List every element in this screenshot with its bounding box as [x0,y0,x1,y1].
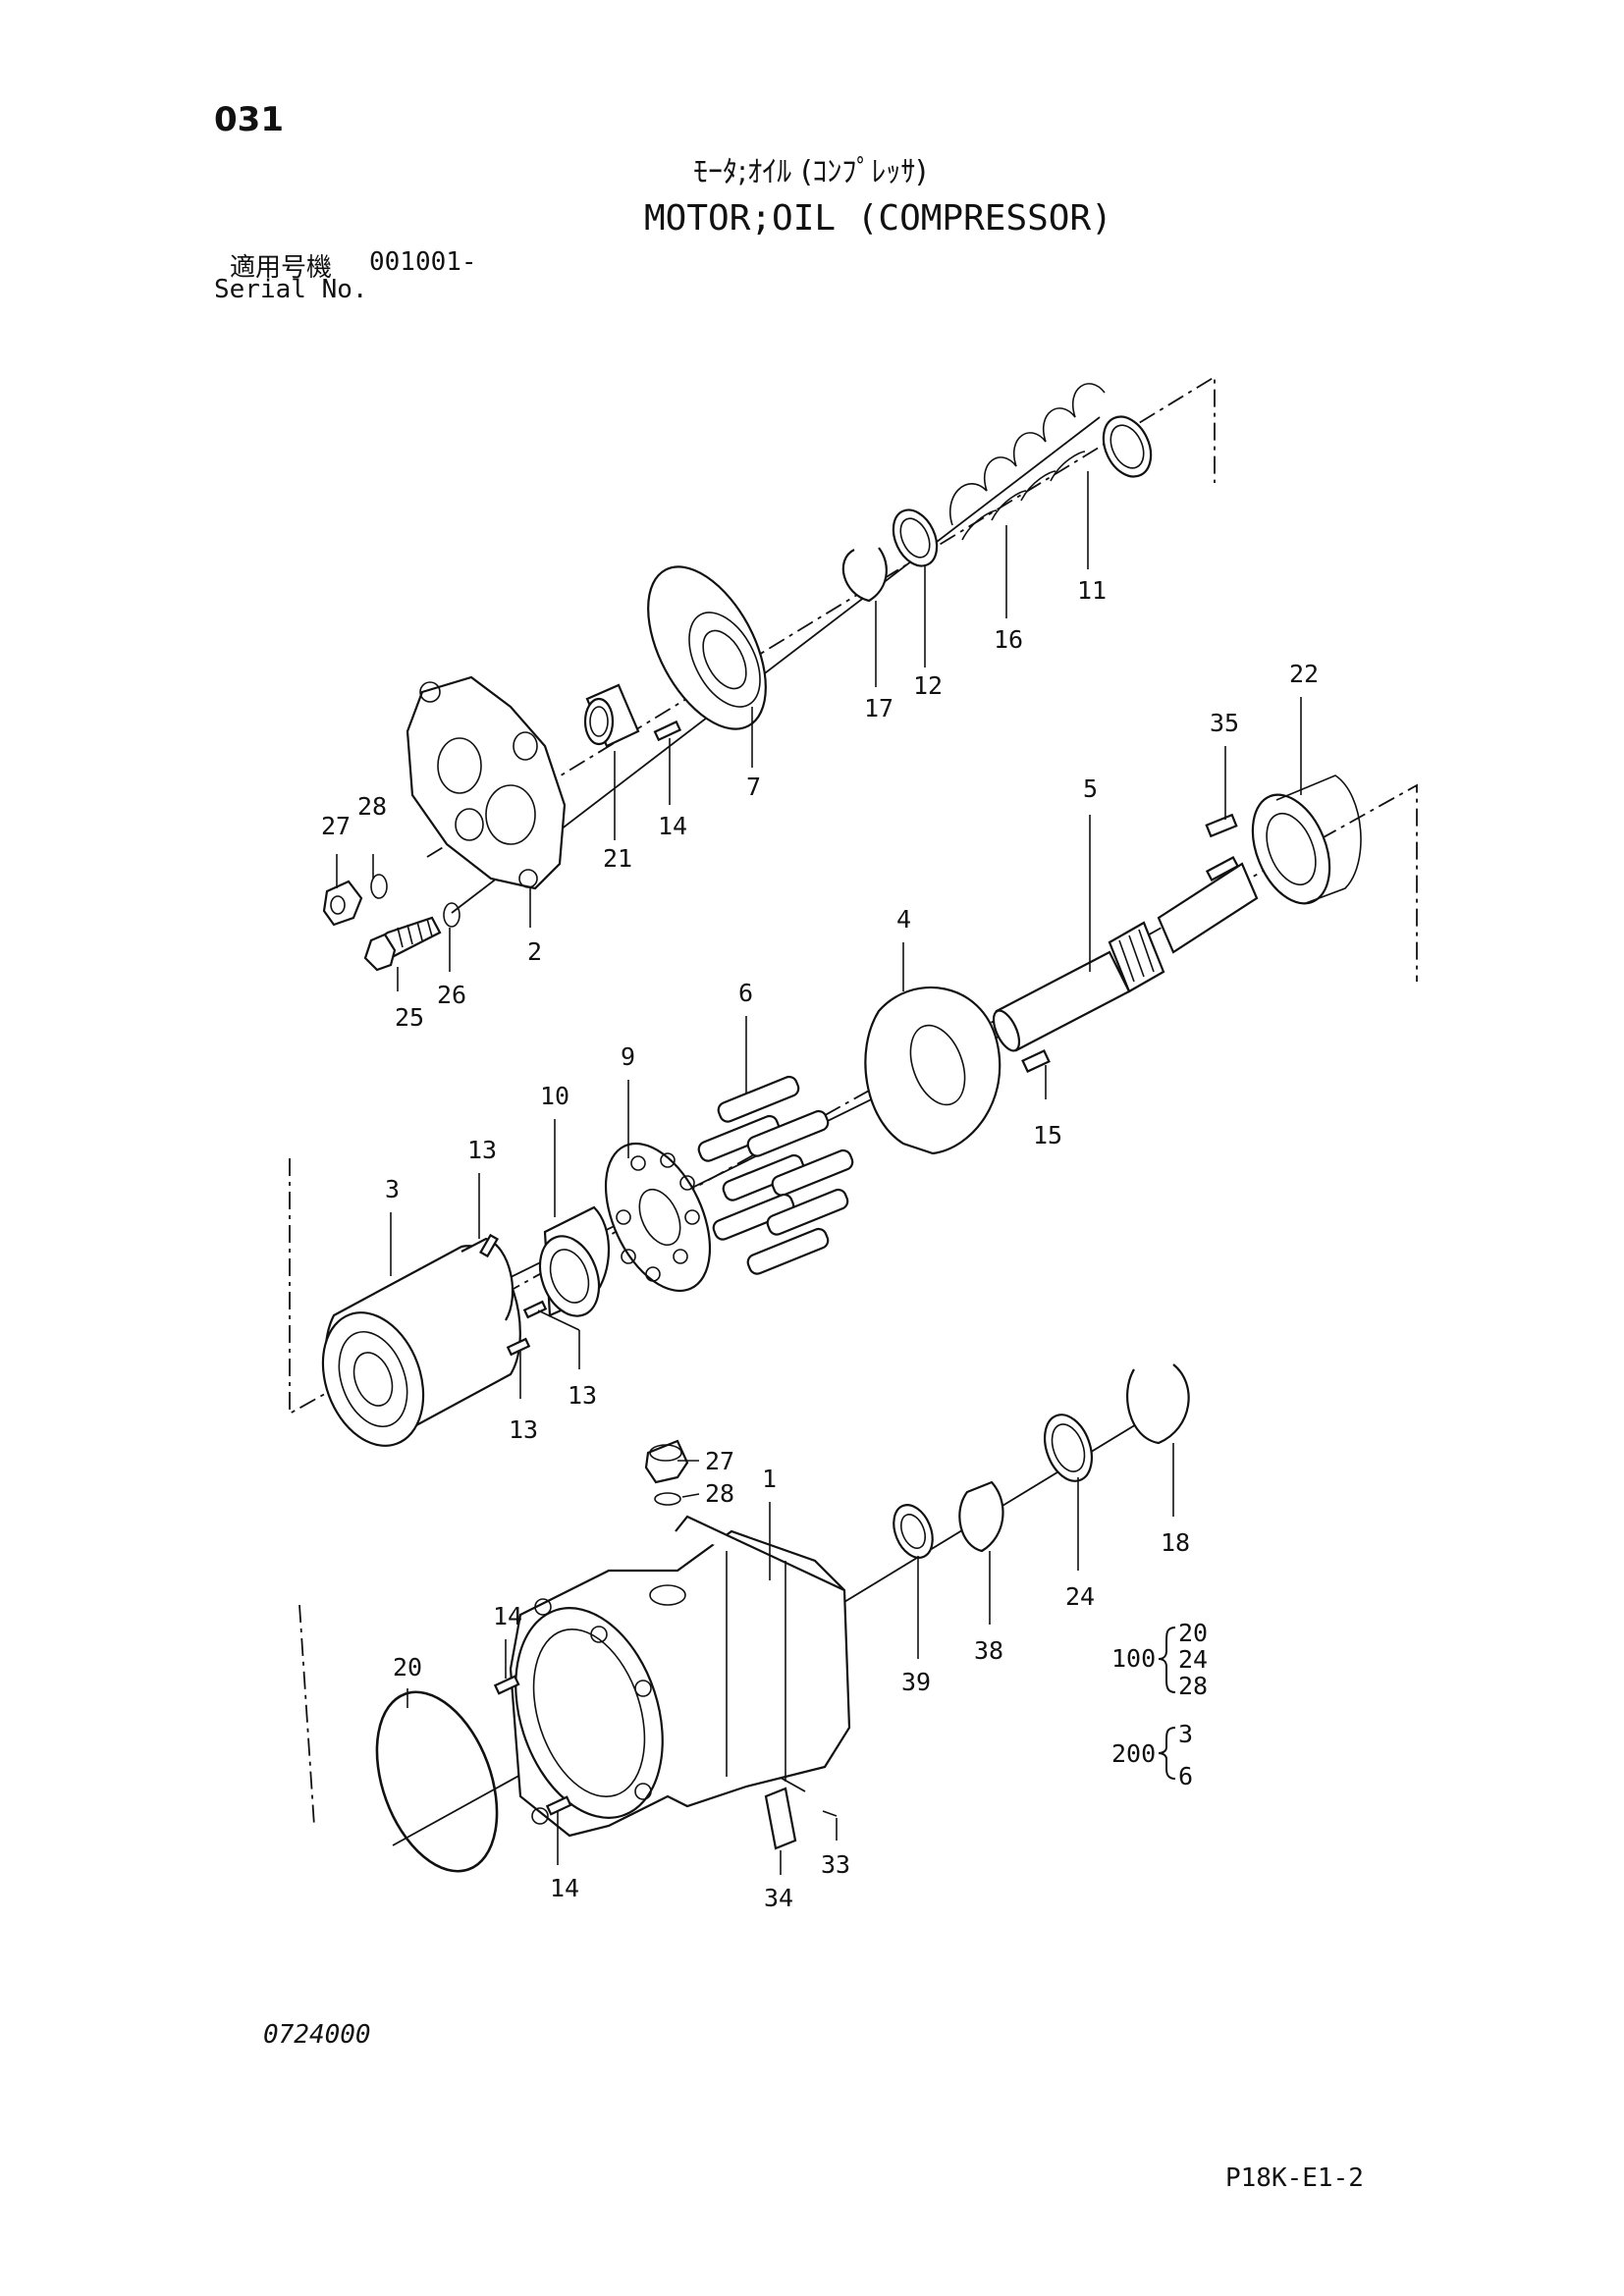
part-2-cover [406,675,567,890]
title-japanese: ﾓｰﾀ;ｵｲﾙ (ｺﾝﾌﾟﾚｯｻ) [693,155,928,189]
part-15-pin [1021,1049,1051,1073]
part-38-snap-ring [958,1480,1004,1553]
part-39-ring [893,1504,934,1559]
kit-100-number: 100 [1111,1644,1156,1673]
serial-label-english: Serial No. [214,275,368,304]
callout-24: 24 [1065,1582,1095,1611]
callout-5: 5 [1083,774,1098,803]
part-20-o-ring [375,1690,499,1873]
part-13-pins [479,1233,548,1357]
part-28-o-ring-lower [654,1492,681,1506]
page-number: 031 [214,100,284,139]
callout-13-bottom: 13 [509,1415,538,1444]
leader-lines [336,471,1302,1875]
kit-200: 200 3 6 [1111,1720,1193,1790]
serial-label-japanese: 適用号機 [230,253,333,283]
part-35-key [1205,813,1238,838]
callout-33: 33 [821,1850,850,1879]
callout-11: 11 [1077,576,1107,605]
part-33-screw [822,1810,838,1817]
part-17-snap-ring [841,547,888,603]
callout-38: 38 [974,1636,1003,1665]
figure-code: 0724000 [263,2020,371,2050]
part-27-plug-lower [644,1439,689,1484]
callout-14-upper: 14 [658,812,687,840]
callout-34: 34 [764,1884,793,1912]
kit-200-item: 6 [1178,1762,1193,1790]
kit-100-item: 24 [1178,1645,1208,1674]
part-6-pistons [697,1075,854,1275]
callout-1: 1 [762,1465,777,1493]
part-24-ring [1044,1414,1093,1482]
callout-35: 35 [1210,709,1239,737]
part-25-plug [363,916,442,972]
callout-14-left: 14 [493,1602,522,1630]
part-9-plate [604,1142,712,1293]
part-16-spring [949,383,1106,541]
part-22-bearing [1251,774,1362,905]
kit-200-item: 3 [1178,1720,1193,1748]
callout-18: 18 [1161,1528,1190,1557]
part-10-bearing [538,1205,610,1317]
part-21-bearing [583,683,640,748]
part-34-plate [764,1787,797,1850]
callout-9: 9 [621,1042,635,1071]
kit-100: 100 20 24 28 [1111,1619,1208,1700]
serial-range: 001001- [369,247,477,277]
part-27-plug [322,880,363,927]
page-code: P18K-E1-2 [1225,2163,1364,2193]
callout-22: 22 [1289,660,1319,688]
kit-100-item: 28 [1178,1672,1208,1700]
callout-12: 12 [913,671,943,700]
part-28-o-ring [370,874,388,899]
callout-27-lower: 27 [705,1447,734,1475]
callout-6: 6 [738,979,753,1007]
callout-16: 16 [994,625,1023,654]
part-14-pin-upper [653,720,682,742]
callout-17: 17 [864,694,893,722]
assembly-frame [289,375,1418,1827]
callout-14-bottom: 14 [550,1874,579,1902]
callout-39: 39 [901,1668,931,1696]
part-18-snap-ring [1126,1363,1190,1445]
kit-200-number: 200 [1111,1739,1156,1768]
part-12-ring [892,508,939,567]
callout-21: 21 [603,844,632,873]
callout-15: 15 [1033,1121,1062,1149]
part-1-housing [509,1515,851,1838]
callout-27-upper: 27 [321,812,351,840]
part-26-o-ring [443,902,460,928]
callout-2: 2 [527,937,542,966]
callout-7: 7 [746,773,761,801]
callout-20: 20 [393,1653,422,1682]
title-english: MOTOR;OIL (COMPRESSOR) [644,198,1112,239]
part-5-shaft [992,856,1259,1052]
part-4-swash-plate [864,987,1001,1155]
callout-labels: 2 21 14 7 17 12 16 11 27 28 25 26 5 35 2… [321,576,1319,1912]
callout-10: 10 [540,1082,569,1110]
callout-28-lower: 28 [705,1479,734,1508]
callout-4: 4 [896,905,911,934]
part-3-cylinder-block [321,1237,521,1447]
part-11-ring [1102,415,1153,478]
callout-25: 25 [395,1003,424,1032]
callout-3: 3 [385,1175,400,1203]
part-7-plate [647,565,767,730]
part-14-pins-lower [493,1675,572,1816]
callout-13-top: 13 [467,1136,497,1164]
callout-26: 26 [437,981,466,1009]
kit-100-item: 20 [1178,1619,1208,1647]
callout-28-upper: 28 [357,792,387,821]
callout-13-right: 13 [568,1381,597,1410]
